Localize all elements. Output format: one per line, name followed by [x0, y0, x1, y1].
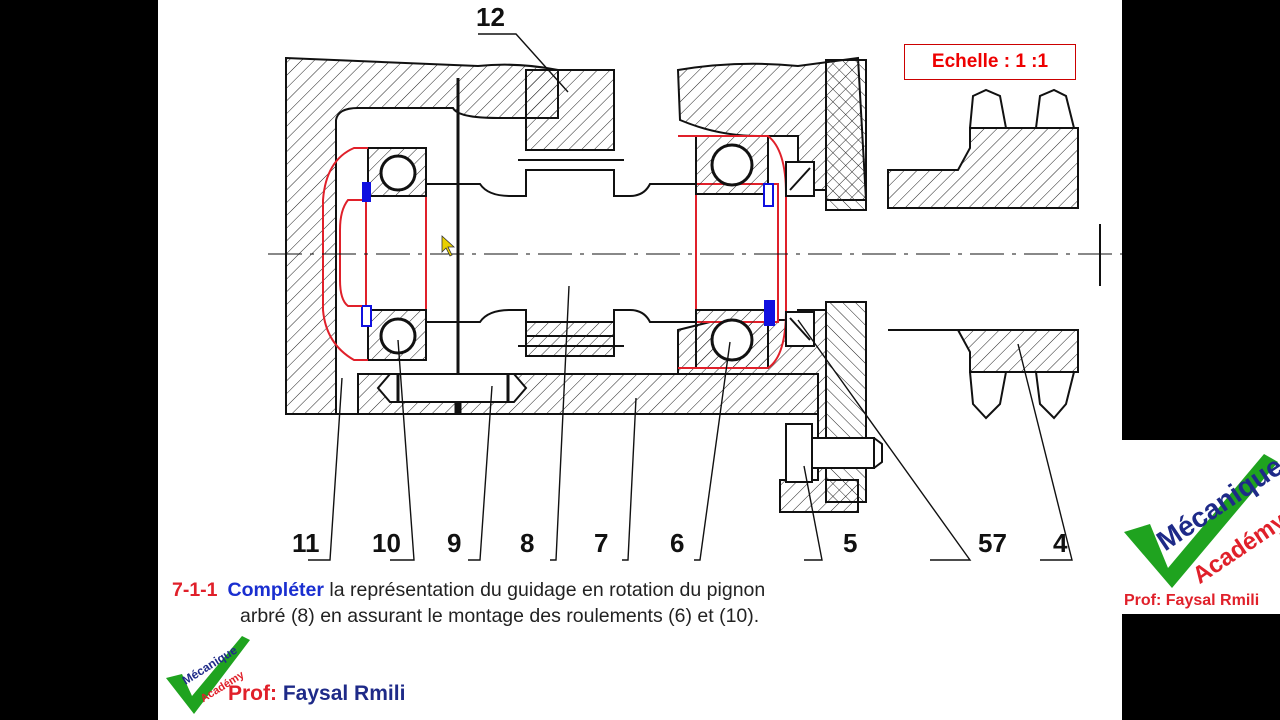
part-label-5: 5 — [843, 528, 858, 558]
part-label-9: 9 — [447, 528, 462, 558]
part-label-57: 57 — [978, 528, 1007, 558]
ball-bearing-icon — [379, 317, 417, 355]
ball-bearing-icon — [710, 318, 754, 362]
slide: Echelle : 1 :1 12 11 10 9 8 7 6 5 57 4 7… — [158, 0, 1122, 720]
instruction-verb: Compléter — [227, 579, 324, 601]
part-label-6: 6 — [670, 528, 685, 558]
part-label-12: 12 — [476, 2, 505, 32]
ball-bearing-icon — [710, 143, 754, 187]
housing — [285, 56, 883, 513]
part-label-7: 7 — [594, 528, 609, 558]
instruction-line1: la représentation du guidage en rotation… — [329, 579, 766, 601]
brand-overlay: Mécanique Académy Prof: Faysal Rmili — [1122, 440, 1280, 614]
brand-credit: Prof: Faysal Rmili — [1124, 592, 1260, 609]
ball-bearing-icon — [379, 154, 417, 192]
question-number: 7-1-1 — [172, 579, 218, 601]
author-name: Faysal Rmili — [282, 682, 406, 705]
instruction-text: 7-1-1 Compléter la représentation du guid… — [172, 577, 912, 629]
scale-label: Echelle : 1 :1 — [904, 44, 1076, 80]
author-prefix: Prof: — [228, 682, 277, 705]
part-label-10: 10 — [372, 528, 401, 558]
bearing-left — [322, 147, 427, 361]
check-logo-icon: Mécanique Académy — [1124, 450, 1280, 589]
gear — [887, 88, 1079, 420]
part-label-11: 11 — [292, 528, 320, 558]
leader-lines — [308, 33, 1073, 561]
instruction-line2: arbré (8) en assurant le montage des rou… — [240, 605, 760, 627]
author-credit: Prof: Faysal Rmili — [228, 682, 405, 706]
cursor-arrow-icon — [441, 235, 456, 257]
part-label-4: 4 — [1053, 528, 1068, 558]
technical-drawing — [268, 33, 1122, 561]
bearing-right — [678, 135, 815, 369]
part-label-8: 8 — [520, 528, 535, 558]
pin — [376, 373, 528, 403]
check-logo-icon: Mécanique Académy — [166, 636, 250, 714]
